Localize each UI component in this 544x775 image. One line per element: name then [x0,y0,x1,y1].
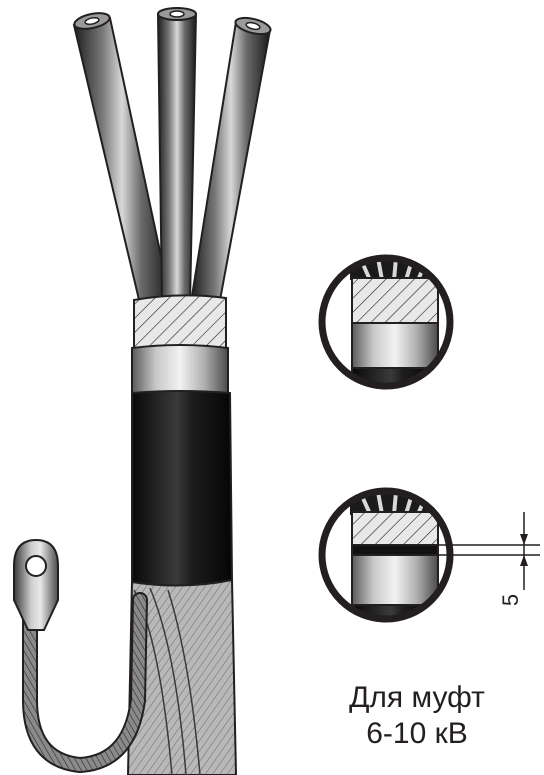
core-right-conductor [245,21,261,31]
caption: Для муфт 6-10 кВ [322,680,512,752]
cable-jacket [126,578,238,775]
tape-wrap [133,294,227,352]
metal-band [131,344,229,396]
detail-view-top [318,254,454,390]
cable-lug [13,538,59,631]
caption-line-1: Для муфт [349,681,485,714]
heat-shrink-sleeve [131,390,234,587]
core-left-conductor [84,16,100,26]
detail-view-bottom [318,487,454,623]
dimension-arrow-top [520,534,528,545]
core-right [190,20,272,302]
dimension-arrow-bottom [520,555,528,566]
core-center-conductor [169,10,185,18]
caption-line-2: 6-10 кВ [366,717,468,750]
dimension-value: 5 [498,594,523,606]
ground-wire-braid [24,594,146,772]
cable-lug-hole [25,555,47,577]
core-center [156,13,198,303]
dimension-marker: 5 [438,512,540,606]
core-left [72,16,172,306]
cable-cores [72,7,272,306]
